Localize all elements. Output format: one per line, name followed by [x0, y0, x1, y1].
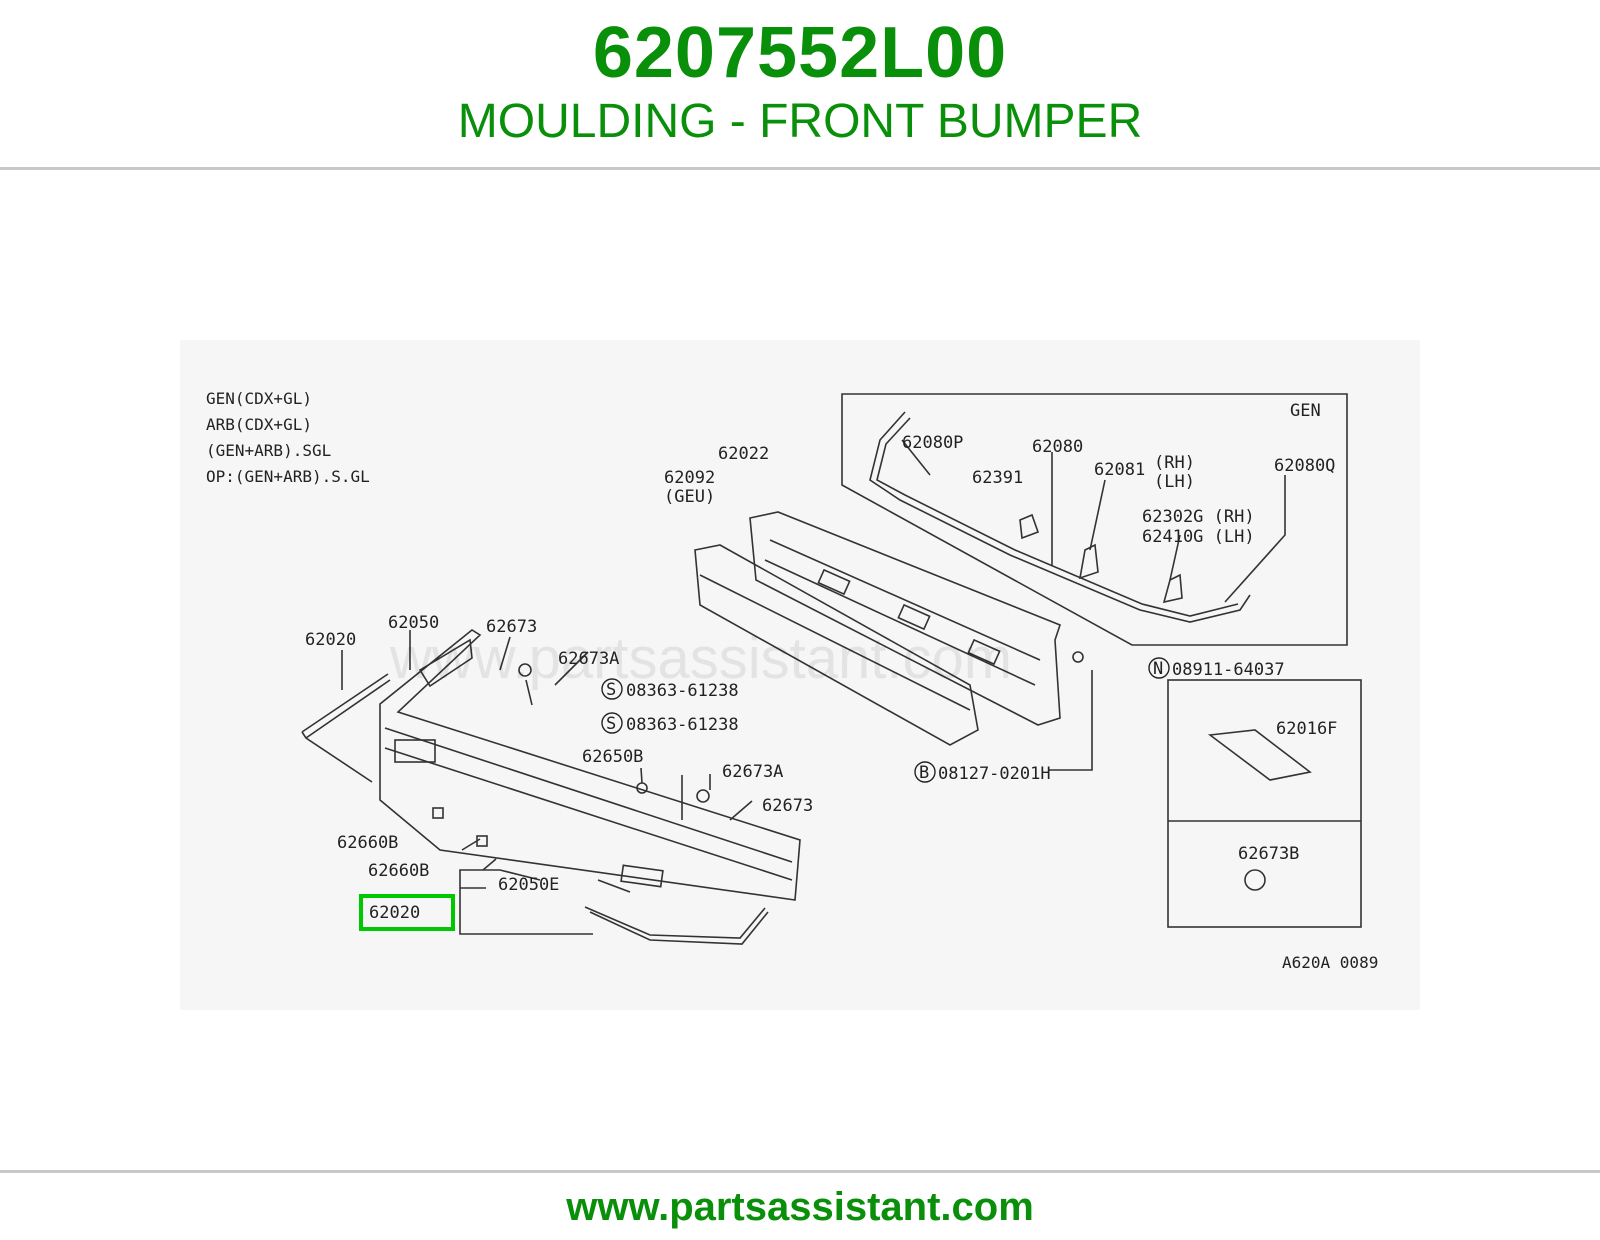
nut-08911 — [1072, 651, 1084, 663]
part-description: MOULDING - FRONT BUMPER — [457, 95, 1143, 148]
accessory-inset-box — [1167, 679, 1362, 928]
note-line-4: OP:(GEN+ARB).S.GL — [206, 467, 370, 486]
callout-08911-64037[interactable]: 08911-64037 — [1172, 660, 1285, 680]
clip-62673A-b — [696, 789, 710, 803]
callout-08363-61238-a[interactable]: 08363-61238 — [626, 681, 739, 701]
fascia-ribs — [384, 727, 793, 881]
highlight-leader-bracket — [459, 869, 631, 935]
side-moulding-left — [301, 673, 391, 783]
callout-62050E[interactable]: 62050E — [498, 875, 559, 895]
callout-62050[interactable]: 62050 — [388, 613, 439, 633]
side-bracket-62050 — [418, 638, 473, 688]
parts-diagram: www.partsassistant.com GEN(CDX+GL) ARB(C… — [180, 340, 1420, 1010]
screw-symbol-letter-b: S — [606, 714, 616, 734]
bracket-62302G — [1162, 573, 1183, 604]
header-divider — [0, 167, 1600, 170]
inset-leader-lines — [901, 439, 1286, 603]
callout-62081-lh: (LH) — [1154, 472, 1195, 492]
callout-62650B[interactable]: 62650B — [582, 747, 643, 767]
clip-62660B-b — [476, 835, 488, 847]
parts-diagram-svg: www.partsassistant.com GEN(CDX+GL) ARB(C… — [206, 389, 1378, 972]
callout-62092-geu: (GEU) — [664, 487, 715, 507]
callout-62080[interactable]: 62080 — [1032, 437, 1083, 457]
screw-symbol-icon — [601, 678, 623, 700]
footer-divider — [0, 1170, 1600, 1173]
callout-62092[interactable]: 62092 — [664, 468, 715, 488]
callout-62391[interactable]: 62391 — [972, 468, 1023, 488]
callout-62020-highlighted[interactable]: 62020 — [369, 903, 420, 923]
gen-moulding-rail — [869, 411, 1251, 623]
screw-symbol-icon — [601, 712, 623, 734]
drawing-code: A620A 0089 — [1282, 953, 1378, 972]
callout-62080P[interactable]: 62080P — [902, 433, 963, 453]
note-line-2: ARB(CDX+GL) — [206, 415, 312, 434]
callout-62022[interactable]: 62022 — [718, 444, 769, 464]
callout-08363-61238-b[interactable]: 08363-61238 — [626, 715, 739, 735]
pad-62016F — [1207, 729, 1312, 781]
inset-gen-label: GEN — [1290, 401, 1321, 421]
bracket-62081 — [1078, 543, 1099, 580]
main-leader-lines — [341, 630, 1093, 871]
callout-62673-b[interactable]: 62673 — [762, 796, 813, 816]
nut-symbol-icon — [1148, 657, 1170, 679]
clip-62673A-a — [518, 663, 532, 677]
bumper-fascia — [379, 629, 801, 901]
part-number-title: 6207552L00 — [592, 13, 1008, 93]
callout-62673B[interactable]: 62673B — [1238, 844, 1299, 864]
callout-62016F[interactable]: 62016F — [1276, 719, 1337, 739]
callout-62673A-a[interactable]: 62673A — [558, 649, 619, 669]
cap-62673B — [1244, 869, 1266, 891]
bolt-symbol-icon — [914, 761, 936, 783]
clip-62660B-a — [432, 807, 444, 819]
fascia-vent-right — [620, 864, 664, 888]
callout-62660B-b[interactable]: 62660B — [368, 861, 429, 881]
callout-62302G[interactable]: 62302G (RH) — [1142, 507, 1255, 527]
callout-62673A-b[interactable]: 62673A — [722, 762, 783, 782]
callout-62081[interactable]: 62081 — [1094, 460, 1145, 480]
note-line-3: (GEN+ARB).SGL — [206, 441, 331, 460]
diagram-artwork — [301, 393, 1362, 945]
callout-08127-0201H[interactable]: 08127-0201H — [938, 764, 1051, 784]
callout-62081-rh: (RH) — [1154, 453, 1195, 473]
reinforcement-ribs — [764, 539, 1041, 686]
nut-symbol-letter: N — [1153, 659, 1163, 679]
callout-62673-a[interactable]: 62673 — [486, 617, 537, 637]
callout-62660B-a[interactable]: 62660B — [337, 833, 398, 853]
highlighted-part-box[interactable] — [359, 894, 455, 931]
footer-url-link[interactable]: www.partsassistant.com — [566, 1185, 1034, 1229]
page-header: 6207552L00 MOULDING - FRONT BUMPER — [0, 0, 1600, 168]
callout-62020-top[interactable]: 62020 — [305, 630, 356, 650]
energy-absorber — [694, 544, 979, 746]
bolt-symbol-letter: B — [919, 763, 929, 783]
gen-inset-frame — [841, 393, 1348, 646]
lower-moulding-62020 — [584, 906, 769, 945]
note-line-1: GEN(CDX+GL) — [206, 389, 312, 408]
diagram-watermark: www.partsassistant.com — [389, 626, 1012, 691]
fascia-vent-left — [394, 739, 436, 763]
screw-symbol-letter-a: S — [606, 680, 616, 700]
bumper-reinforcement — [749, 511, 1061, 726]
callout-62410G[interactable]: 62410G (LH) — [1142, 527, 1255, 547]
bracket-62391 — [1019, 513, 1040, 540]
callout-62080Q[interactable]: 62080Q — [1274, 456, 1335, 476]
